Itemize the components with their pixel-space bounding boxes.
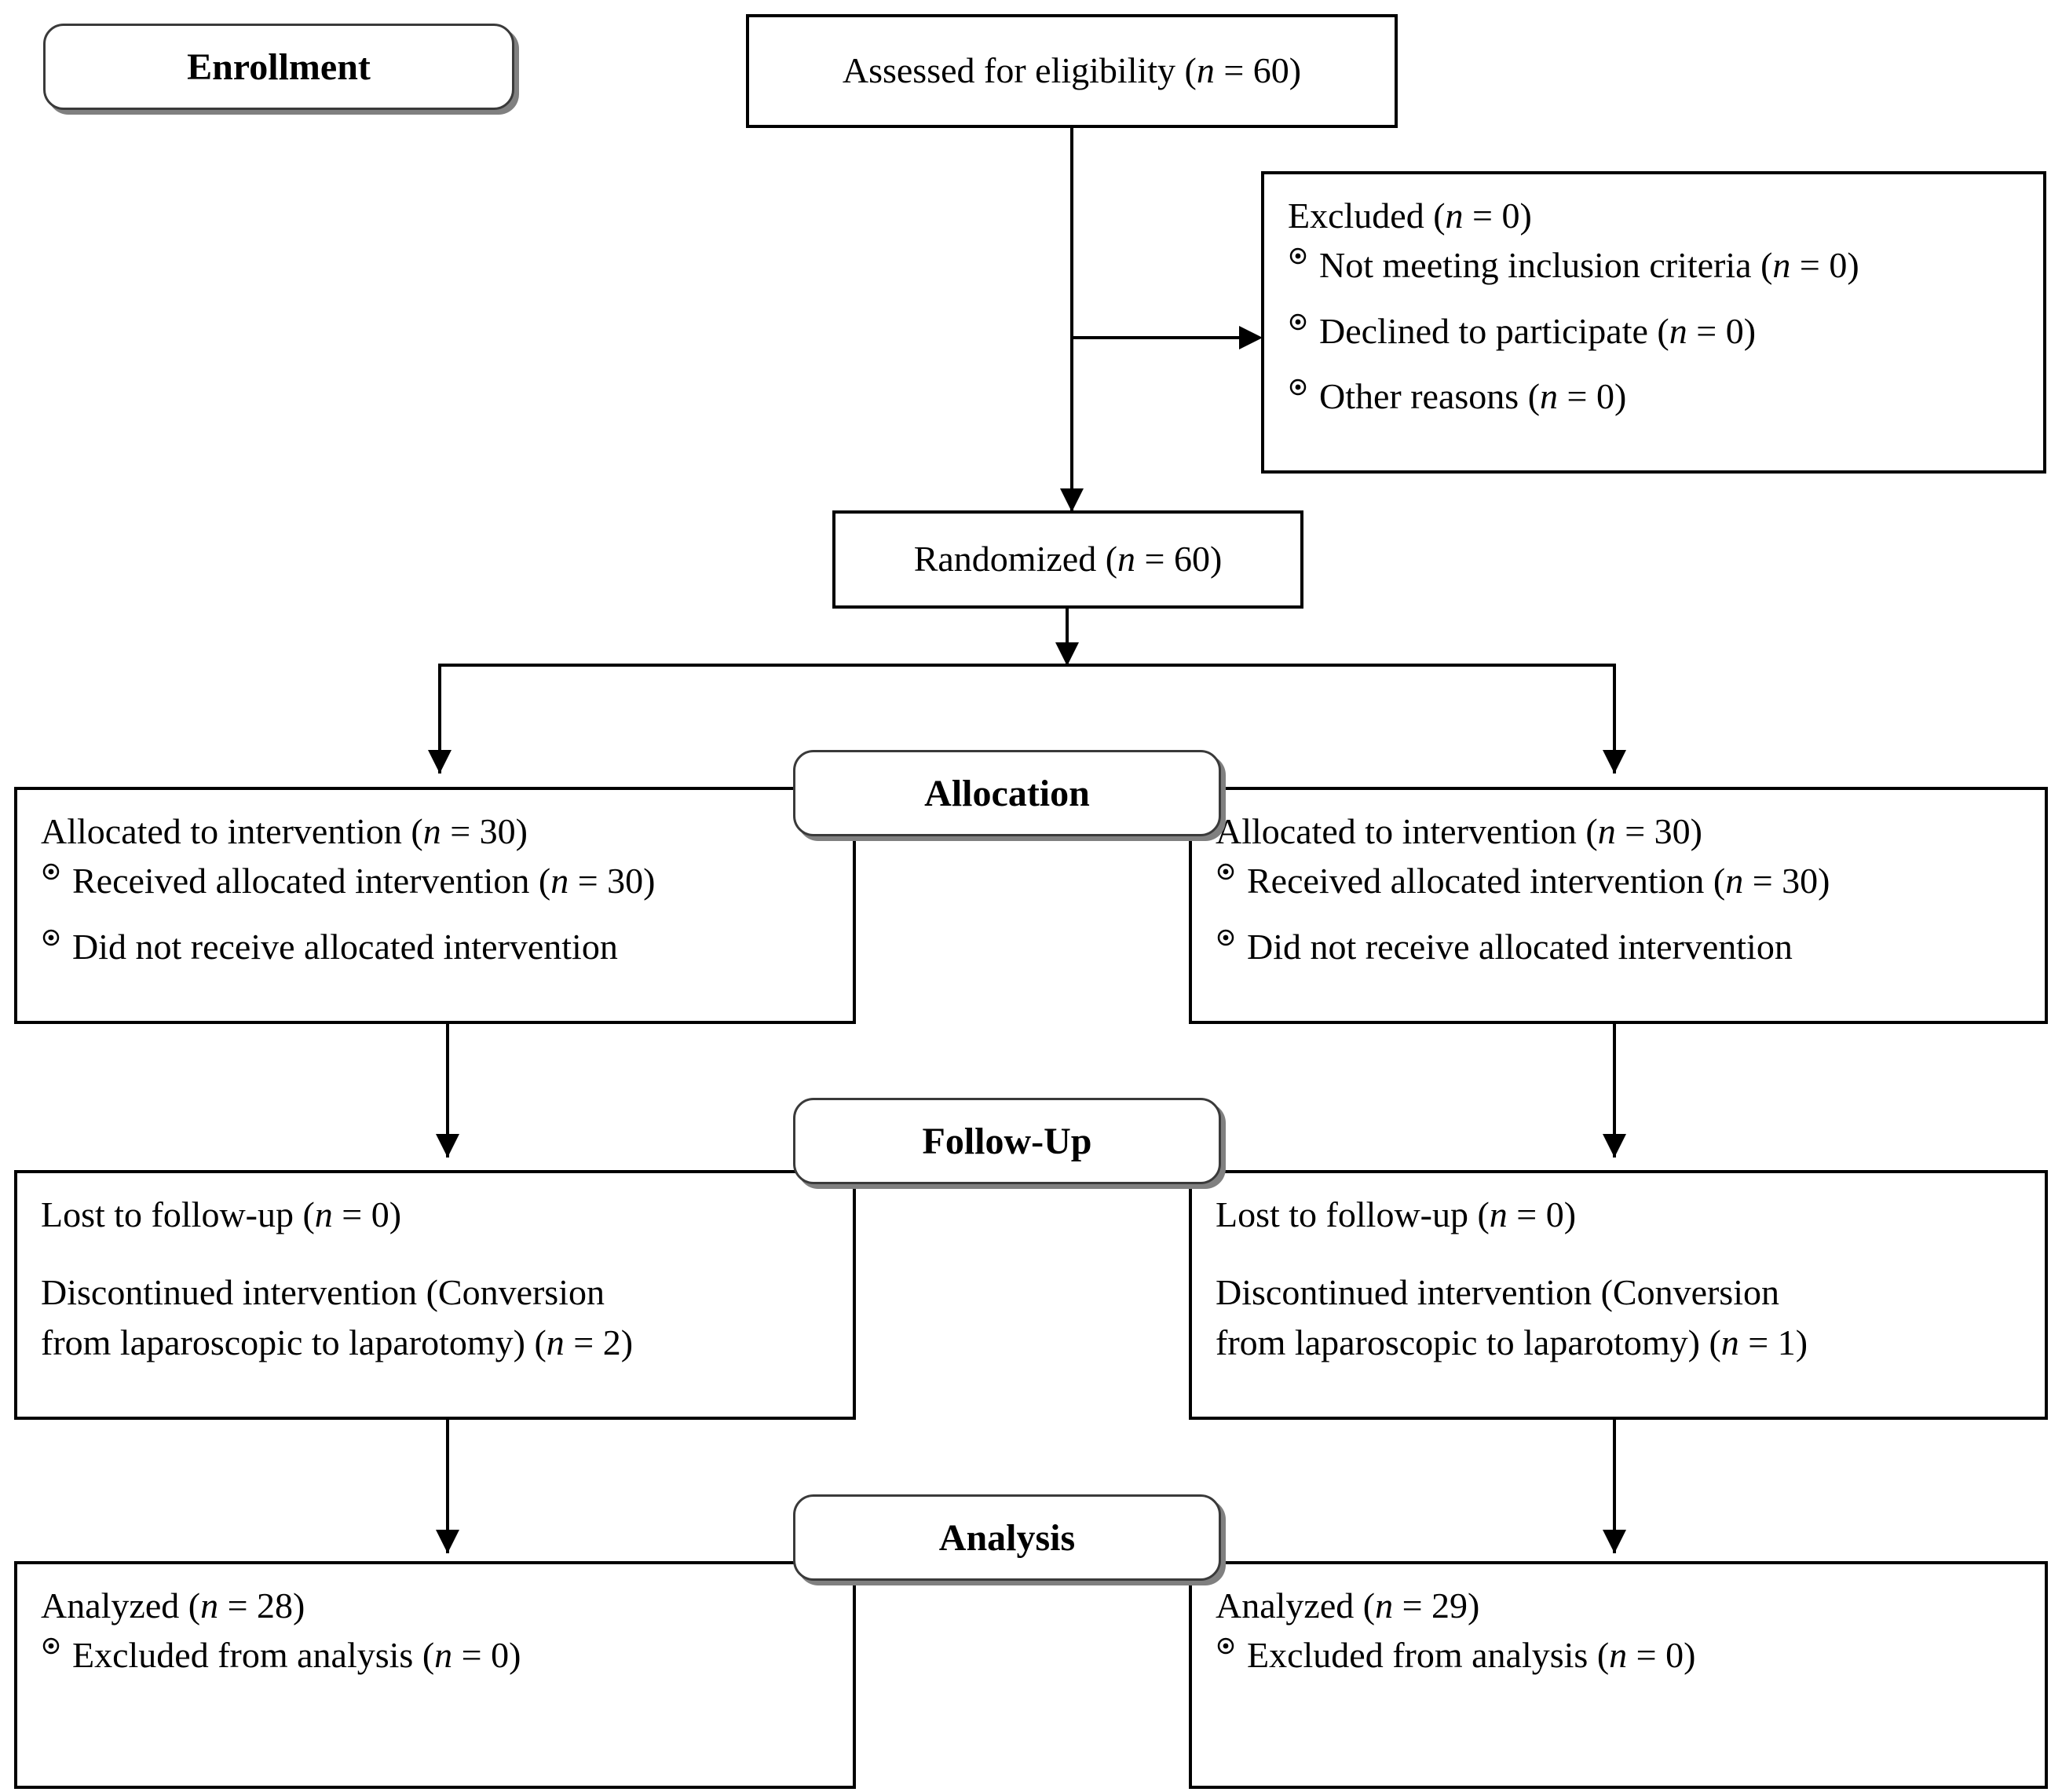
- analysis-right-heading: Analyzed (n = 29): [1216, 1585, 1480, 1626]
- analysis-left-heading: Analyzed (n = 28): [41, 1585, 305, 1626]
- italic-n: n: [1540, 376, 1559, 417]
- allocation-left-heading: Allocated to intervention (n = 30): [41, 811, 528, 851]
- circled-bullet-icon: [1288, 246, 1319, 266]
- connector-split-left-drop: [438, 664, 441, 773]
- node-assessed-for-eligibility: Assessed for eligibility (n = 60): [746, 14, 1398, 128]
- italic-n: n: [1725, 861, 1744, 901]
- allocation-right-item-0-text: Received allocated intervention (n = 30): [1247, 861, 1830, 901]
- analysis-left-excluded-text: Excluded from analysis (n = 0): [72, 1635, 521, 1676]
- analysis-right-excluded: Excluded from analysis (n = 0): [1216, 1634, 2021, 1676]
- node-excluded: Excluded (n = 0) Not meeting inclusion c…: [1261, 171, 2046, 474]
- excluded-reason-1: Declined to participate (n = 0): [1288, 310, 2020, 352]
- excluded-reason-0-text: Not meeting inclusion criteria (n = 0): [1319, 245, 1859, 286]
- circled-bullet-icon: [1216, 861, 1247, 882]
- excluded-reason-1-text: Declined to participate (n = 0): [1319, 310, 1757, 351]
- followup-left-disc-line1: Discontinued intervention (Conversion: [41, 1272, 605, 1313]
- arrowhead-to-excluded: [1239, 326, 1263, 349]
- allocation-left-item-0-text: Received allocated intervention (n = 30): [72, 861, 656, 901]
- stage-label-allocation: Allocation: [793, 750, 1221, 836]
- italic-n: n: [314, 1194, 333, 1234]
- italic-n: n: [1772, 245, 1791, 286]
- circled-bullet-icon: [41, 861, 72, 882]
- excluded-heading: Excluded (n = 0): [1288, 196, 1532, 236]
- circled-bullet-icon: [1216, 1636, 1247, 1656]
- allocation-right-heading: Allocated to intervention (n = 30): [1216, 811, 1702, 851]
- connector-randomized-split-bar: [438, 664, 1616, 667]
- connector-followup-right-to-analysis: [1613, 1420, 1616, 1553]
- italic-n: n: [1489, 1194, 1508, 1234]
- italic-n: n: [1720, 1322, 1739, 1362]
- excluded-reason-2: Other reasons (n = 0): [1288, 375, 2020, 417]
- node-allocation-right: Allocated to intervention (n = 30) Recei…: [1189, 787, 2048, 1024]
- excluded-reason-2-text: Other reasons (n = 0): [1319, 376, 1627, 417]
- stage-label-followup-text: Follow-Up: [922, 1120, 1092, 1162]
- node-followup-right: Lost to follow-up (n = 0) Discontinued i…: [1189, 1170, 2048, 1420]
- arrowhead-to-allocation-right: [1603, 750, 1626, 773]
- allocation-right-item-1: Did not receive allocated intervention: [1216, 926, 2021, 967]
- followup-right-disc-line1: Discontinued intervention (Conversion: [1216, 1272, 1779, 1313]
- node-followup-left: Lost to follow-up (n = 0) Discontinued i…: [14, 1170, 856, 1420]
- italic-n: n: [1445, 196, 1464, 236]
- analysis-right-excluded-text: Excluded from analysis (n = 0): [1247, 1635, 1696, 1676]
- italic-n: n: [1196, 50, 1215, 91]
- italic-n: n: [434, 1635, 453, 1676]
- stage-label-enrollment: Enrollment: [43, 24, 514, 110]
- connector-to-excluded: [1070, 336, 1239, 339]
- allocation-right-item-0: Received allocated intervention (n = 30): [1216, 860, 2021, 901]
- allocation-left-item-1-text: Did not receive allocated intervention: [72, 926, 618, 967]
- followup-right-lost: Lost to follow-up (n = 0): [1216, 1194, 1577, 1234]
- connector-assessed-trunk: [1070, 128, 1073, 513]
- excluded-reason-0: Not meeting inclusion criteria (n = 0): [1288, 244, 2020, 286]
- assessed-text: Assessed for eligibility (n = 60): [842, 50, 1302, 91]
- followup-left-lost: Lost to follow-up (n = 0): [41, 1194, 402, 1234]
- stage-label-allocation-text: Allocation: [924, 772, 1090, 814]
- italic-n: n: [1375, 1585, 1394, 1626]
- italic-n: n: [1669, 310, 1687, 351]
- circled-bullet-icon: [1288, 377, 1319, 397]
- circled-bullet-icon: [41, 1636, 72, 1656]
- arrowhead-to-randomized: [1060, 488, 1084, 512]
- arrowhead-followup-left: [436, 1134, 459, 1157]
- allocation-left-item-0: Received allocated intervention (n = 30): [41, 860, 829, 901]
- node-analysis-left: Analyzed (n = 28) Excluded from analysis…: [14, 1561, 856, 1789]
- circled-bullet-icon: [1288, 312, 1319, 332]
- connector-randomized-down: [1066, 609, 1069, 666]
- italic-n: n: [422, 811, 441, 851]
- connector-followup-left-to-analysis: [446, 1420, 449, 1553]
- allocation-right-item-1-text: Did not receive allocated intervention: [1247, 926, 1793, 967]
- stage-label-enrollment-text: Enrollment: [187, 46, 371, 88]
- connector-alloc-right-to-followup: [1613, 1024, 1616, 1157]
- italic-n: n: [200, 1585, 219, 1626]
- followup-left-disc-line2: from laparoscopic to laparotomy) (n = 2): [41, 1322, 634, 1362]
- connector-split-right-drop: [1613, 664, 1616, 773]
- circled-bullet-icon: [1216, 927, 1247, 948]
- circled-bullet-icon: [41, 927, 72, 948]
- node-analysis-right: Analyzed (n = 29) Excluded from analysis…: [1189, 1561, 2048, 1789]
- node-randomized: Randomized (n = 60): [832, 510, 1303, 609]
- arrowhead-analysis-right: [1603, 1530, 1626, 1553]
- arrowhead-to-allocation-left: [428, 750, 452, 773]
- arrowhead-analysis-left: [436, 1530, 459, 1553]
- randomized-text: Randomized (n = 60): [913, 539, 1223, 580]
- italic-n: n: [1597, 811, 1616, 851]
- italic-n: n: [550, 861, 569, 901]
- node-allocation-left: Allocated to intervention (n = 30) Recei…: [14, 787, 856, 1024]
- analysis-left-excluded: Excluded from analysis (n = 0): [41, 1634, 829, 1676]
- italic-n: n: [1609, 1635, 1628, 1676]
- italic-n: n: [546, 1322, 565, 1362]
- stage-label-followup: Follow-Up: [793, 1098, 1221, 1184]
- arrowhead-randomized-split: [1055, 642, 1079, 666]
- allocation-left-item-1: Did not receive allocated intervention: [41, 926, 829, 967]
- stage-label-analysis: Analysis: [793, 1494, 1221, 1581]
- arrowhead-followup-right: [1603, 1134, 1626, 1157]
- followup-right-disc-line2: from laparoscopic to laparotomy) (n = 1): [1216, 1322, 1808, 1362]
- connector-alloc-left-to-followup: [446, 1024, 449, 1157]
- italic-n: n: [1117, 539, 1136, 580]
- stage-label-analysis-text: Analysis: [938, 1516, 1076, 1559]
